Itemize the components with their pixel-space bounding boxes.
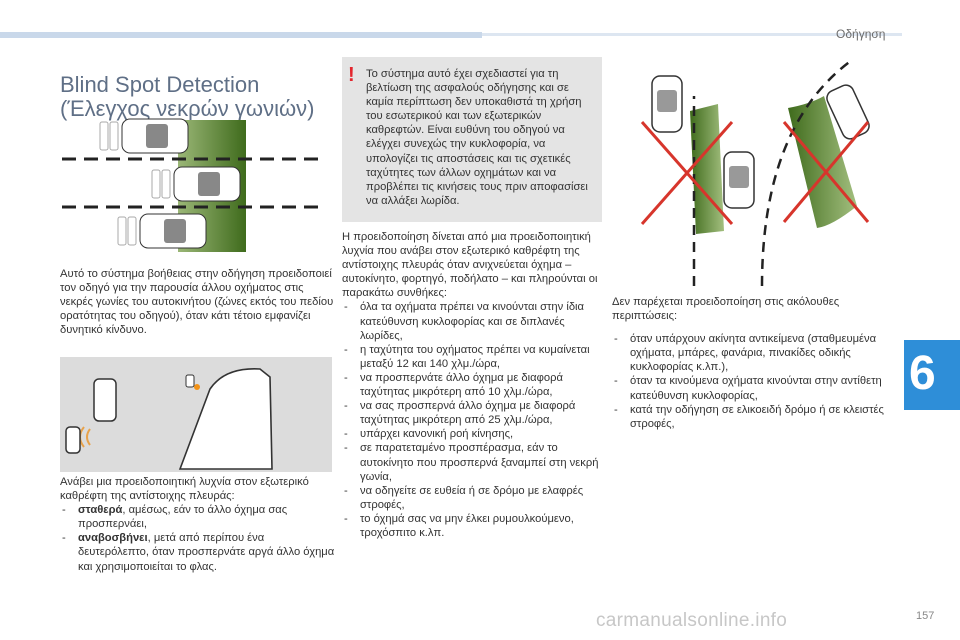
intro-text: Αυτό το σύστημα βοήθειας στην οδήγηση πρ… [60, 268, 334, 337]
list-item: αναβοσβήνει, μετά από περίπου ένα δευτερ… [60, 531, 335, 573]
list-item: όταν υπάρχουν ακίνητα αντικείμενα (σταθμ… [612, 332, 897, 374]
exceptions-section: Δεν παρέχεται προειδοποίηση στις ακόλουθ… [612, 295, 897, 431]
list-item: σταθερά, αμέσως, εάν το άλλο όχημα σας π… [60, 503, 335, 531]
mirror-warning-figure [60, 357, 332, 472]
header-bar-line [482, 33, 902, 36]
chapter-number: 6 [909, 347, 936, 400]
warning-icon: ! [348, 64, 355, 86]
watermark: carmanualsonline.info [596, 610, 788, 631]
mirror-intro: Ανάβει μια προειδοποιητική λυχνία στον ε… [60, 476, 309, 503]
warning-text: Το σύστημα αυτό έχει σχεδιαστεί για τη β… [366, 68, 588, 207]
warning-light-icon [194, 384, 200, 390]
mirror-list: σταθερά, αμέσως, εάν το άλλο όχημα σας π… [60, 503, 335, 573]
list-item: όλα τα οχήματα πρέπει να κινούνται στην … [342, 300, 602, 342]
mirror-section: Ανάβει μια προειδοποιητική λυχνία στον ε… [60, 475, 335, 574]
list-item: όταν τα κινούμενα οχήματα κινούνται στην… [612, 374, 897, 402]
list-item: η ταχύτητα του οχήματος πρέπει να κυμαίν… [342, 343, 602, 371]
warning-box [342, 57, 602, 222]
conditions-list: όλα τα οχήματα πρέπει να κινούνται στην … [342, 300, 602, 540]
cross-icon [782, 121, 870, 223]
section-label: Οδήγηση [836, 27, 886, 41]
curved-road-figure [640, 58, 870, 287]
list-item: το όχημά σας να μην έλκει ρυμουλκούμενο,… [342, 512, 602, 540]
list-item: υπάρχει κανονική ροή κίνησης, [342, 427, 602, 441]
header-bar [0, 32, 482, 38]
cross-icon [640, 121, 734, 225]
intro-paragraph: Αυτό το σύστημα βοήθειας στην οδήγηση πρ… [60, 267, 335, 337]
list-item: να προσπερνάτε άλλο όχημα με διαφορά ταχ… [342, 371, 602, 399]
list-item: κατά την οδήγηση σε ελικοειδή δρόμο ή σε… [612, 403, 897, 431]
exceptions-intro: Δεν παρέχεται προειδοποίηση στις ακόλουθ… [612, 296, 840, 323]
blind-spot-zone-figure [62, 118, 322, 252]
list-item: να σας προσπερνά άλλο όχημα με διαφορά τ… [342, 399, 602, 427]
conditions-intro: Η προειδοποίηση δίνεται από μια προειδοπ… [342, 231, 598, 300]
conditions-section: Η προειδοποίηση δίνεται από μια προειδοπ… [342, 230, 602, 540]
list-item: να οδηγείτε σε ευθεία ή σε δρόμο με ελαφ… [342, 484, 602, 512]
page-title: Blind Spot Detection (Έλεγχος νεκρών γων… [60, 71, 315, 121]
page-number: 157 [916, 610, 935, 622]
exceptions-list: όταν υπάρχουν ακίνητα αντικείμενα (σταθμ… [612, 332, 897, 431]
list-item: σε παρατεταμένο προσπέρασμα, εάν το αυτο… [342, 441, 602, 483]
chapter-tab [904, 340, 960, 410]
